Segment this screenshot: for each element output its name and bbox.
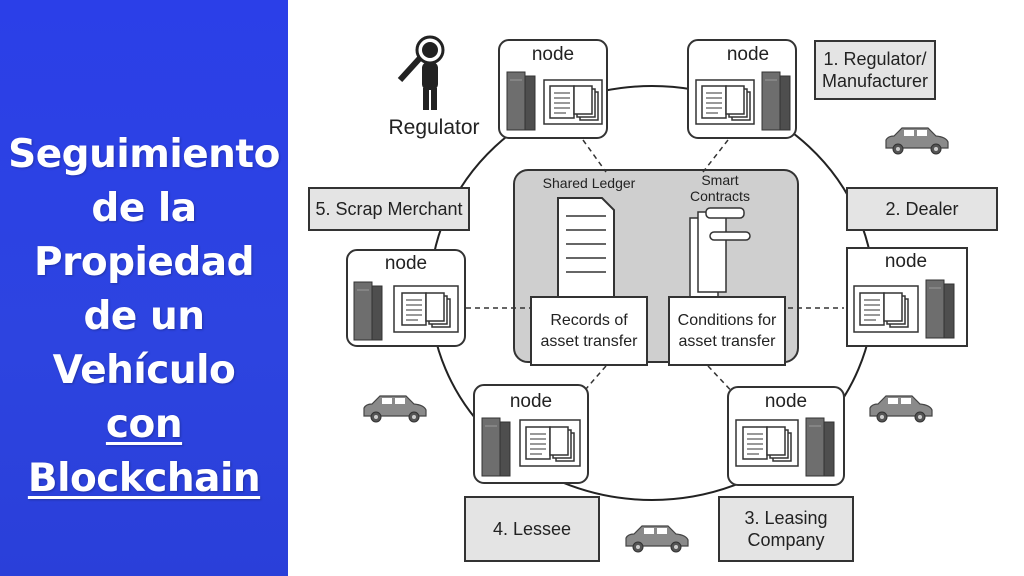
server-icon bbox=[481, 417, 511, 477]
shared-ledger-label: Shared Ledger bbox=[542, 175, 636, 191]
server-icon bbox=[506, 71, 536, 131]
car-icon bbox=[885, 127, 949, 155]
car-icon bbox=[625, 525, 689, 553]
document-stack-icon bbox=[525, 426, 575, 462]
role-leasing-company: 3. Leasing Company bbox=[718, 496, 854, 562]
server-icon bbox=[761, 71, 791, 131]
scroll-icon bbox=[689, 207, 751, 308]
node-label: node bbox=[384, 253, 428, 274]
magnifier-person-icon bbox=[397, 35, 445, 110]
records-of-asset-transfer-box: Records of asset transfer bbox=[530, 296, 648, 366]
document-stack-icon bbox=[742, 426, 792, 462]
role-dealer: 2. Dealer bbox=[846, 187, 998, 231]
document-stack-icon bbox=[859, 292, 909, 328]
title-line-7: Blockchain bbox=[27, 456, 261, 501]
regulator-label: Regulator bbox=[388, 116, 480, 139]
car-icon bbox=[363, 395, 427, 423]
document-stack-icon bbox=[549, 85, 599, 121]
ledger-document-icon bbox=[557, 197, 615, 299]
node-label: node bbox=[726, 44, 770, 65]
server-icon bbox=[353, 281, 383, 341]
server-icon bbox=[805, 417, 835, 477]
car-icon bbox=[869, 395, 933, 423]
node-label: node bbox=[764, 391, 808, 412]
conditions-for-asset-transfer-box: Conditions for asset transfer bbox=[668, 296, 786, 366]
title-line-6: con bbox=[105, 402, 183, 447]
document-stack-icon bbox=[401, 292, 451, 328]
title-line-1: Seguimiento bbox=[8, 132, 280, 177]
blockchain-diagram: Regulator node node node node node node … bbox=[288, 0, 1024, 576]
slide-title: Seguimiento de la Propiedad de un Vehícu… bbox=[0, 128, 288, 506]
smart-contracts-label: Smart Contracts bbox=[690, 172, 750, 204]
title-line-5: Vehículo bbox=[52, 348, 236, 393]
document-stack-icon bbox=[701, 85, 751, 121]
role-lessee: 4. Lessee bbox=[464, 496, 600, 562]
node-label: node bbox=[509, 391, 553, 412]
node-label: node bbox=[531, 44, 575, 65]
role-regulator-manufacturer: 1. Regulator/ Manufacturer bbox=[814, 40, 936, 100]
title-line-4: de un bbox=[83, 294, 205, 339]
node-label: node bbox=[884, 251, 928, 272]
server-icon bbox=[925, 279, 955, 339]
role-scrap-merchant: 5. Scrap Merchant bbox=[308, 187, 470, 231]
title-panel: Seguimiento de la Propiedad de un Vehícu… bbox=[0, 0, 288, 576]
title-line-2: de la bbox=[91, 186, 197, 231]
title-line-3: Propiedad bbox=[34, 240, 255, 285]
